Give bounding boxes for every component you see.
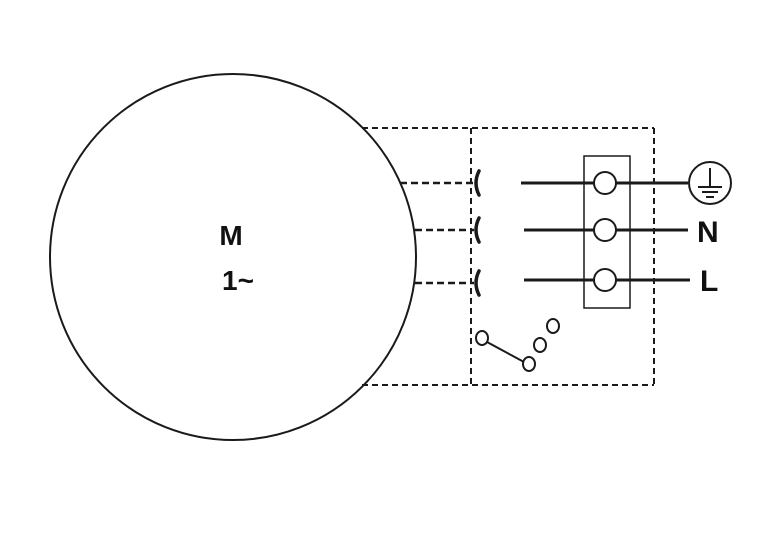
terminal-strip bbox=[583, 155, 631, 309]
live-label: L bbox=[700, 265, 718, 298]
connector-brackets bbox=[474, 169, 481, 297]
terminal-box-outline bbox=[362, 127, 655, 386]
connector-bracket-live bbox=[474, 269, 481, 297]
internal-wires bbox=[521, 181, 594, 282]
earth-icon bbox=[688, 161, 732, 205]
terminal-screw-earth bbox=[593, 171, 617, 195]
switch-contact-1 bbox=[522, 356, 536, 372]
switch-contact-2 bbox=[533, 337, 547, 353]
motor-phase-label: 1~ bbox=[222, 265, 254, 296]
speed-selector-switch bbox=[475, 318, 560, 372]
motor-leads bbox=[400, 181, 474, 285]
switch-contact-3 bbox=[546, 318, 560, 334]
supply-wires bbox=[616, 181, 690, 282]
switch-pivot-contact bbox=[475, 330, 489, 346]
motor-circle bbox=[49, 73, 417, 441]
terminal-screw-neutral bbox=[593, 218, 617, 242]
connector-bracket-neutral bbox=[474, 216, 481, 244]
neutral-label: N bbox=[697, 216, 719, 249]
motor-symbol-label: M bbox=[219, 220, 242, 251]
terminal-screw-live bbox=[593, 268, 617, 292]
terminal-screws bbox=[593, 171, 617, 292]
connector-bracket-earth bbox=[474, 169, 481, 197]
